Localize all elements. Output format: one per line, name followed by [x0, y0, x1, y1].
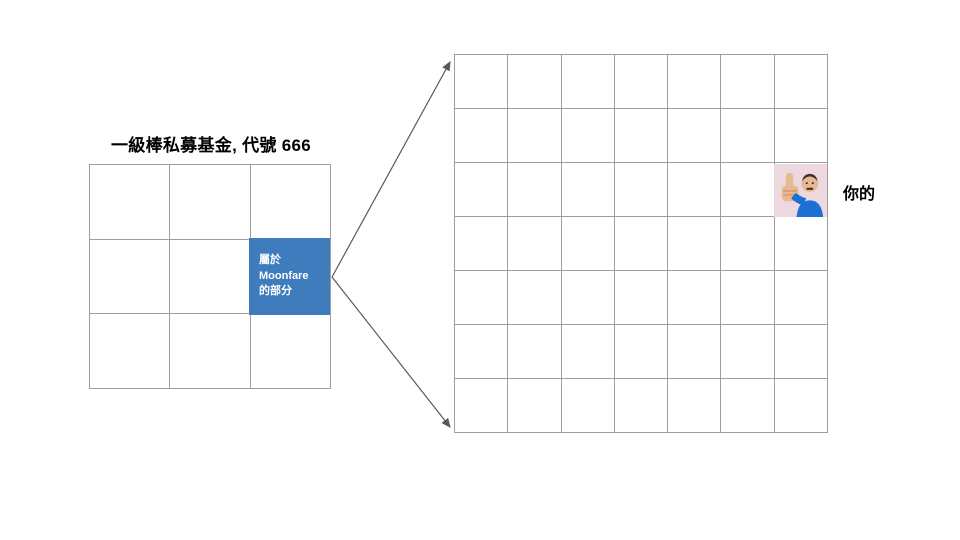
grid-cell	[508, 55, 561, 108]
your-share-label: 你的	[843, 186, 876, 203]
moonfare-portion-cell-label: 屬於 Moonfare 的部分	[259, 254, 309, 298]
grid-cell	[90, 165, 170, 239]
grid-cell	[455, 271, 508, 324]
grid-cell	[561, 271, 614, 324]
grid-cell	[508, 271, 561, 324]
grid-cell	[668, 163, 721, 216]
grid-cell	[90, 314, 170, 388]
grid-cell	[455, 379, 508, 432]
grid-cell	[668, 109, 721, 162]
grid-cell	[668, 271, 721, 324]
grid-cell	[561, 217, 614, 270]
grid-cell	[774, 379, 827, 432]
grid-cell	[668, 55, 721, 108]
grid-cell	[455, 325, 508, 378]
grid-cell	[721, 163, 774, 216]
moonfare-portion-grid	[454, 54, 828, 433]
grid-cell	[721, 379, 774, 432]
moonfare-portion-cell: 屬於 Moonfare 的部分	[249, 238, 330, 315]
grid-cell	[508, 109, 561, 162]
grid-cell	[721, 325, 774, 378]
grid-cell	[614, 109, 668, 162]
grid-cell	[561, 55, 614, 108]
grid-cell	[721, 109, 774, 162]
grid-cell	[90, 239, 170, 314]
grid-cell	[508, 217, 561, 270]
fund-title: 一級棒私募基金, 代號 666	[110, 136, 312, 155]
grid-cell	[455, 217, 508, 270]
arrow-to-grid-top	[331, 60, 451, 278]
grid-cell	[668, 325, 721, 378]
grid-cell	[721, 55, 774, 108]
grid-cell	[721, 271, 774, 324]
grid-cell	[250, 314, 330, 388]
grid-cell	[508, 379, 561, 432]
grid-cell	[774, 325, 827, 378]
grid-cell	[668, 379, 721, 432]
grid-cell	[774, 109, 827, 162]
arrow-to-grid-bottom	[331, 276, 451, 428]
grid-cell	[774, 217, 827, 270]
fund-grid	[89, 164, 331, 389]
grid-cell	[561, 379, 614, 432]
your-share-cell	[774, 164, 827, 217]
grid-cell	[508, 325, 561, 378]
grid-cell	[668, 217, 721, 270]
grid-cell	[455, 163, 508, 216]
grid-cell	[561, 163, 614, 216]
grid-cell	[561, 325, 614, 378]
grid-cell	[508, 163, 561, 216]
grid-cell	[455, 55, 508, 108]
grid-cell	[170, 314, 250, 388]
grid-cell	[614, 325, 668, 378]
grid-cell	[614, 271, 668, 324]
grid-cell	[721, 217, 774, 270]
grid-cell	[614, 379, 668, 432]
grid-cell	[614, 217, 668, 270]
thumbs-up-person-photo-icon	[774, 164, 827, 217]
grid-cell	[455, 109, 508, 162]
grid-cell	[614, 55, 668, 108]
grid-cell	[774, 271, 827, 324]
grid-cell	[561, 109, 614, 162]
grid-cell	[170, 239, 250, 314]
grid-cell	[774, 55, 827, 108]
grid-cell	[614, 163, 668, 216]
grid-cell	[250, 165, 330, 239]
grid-cell	[170, 165, 250, 239]
